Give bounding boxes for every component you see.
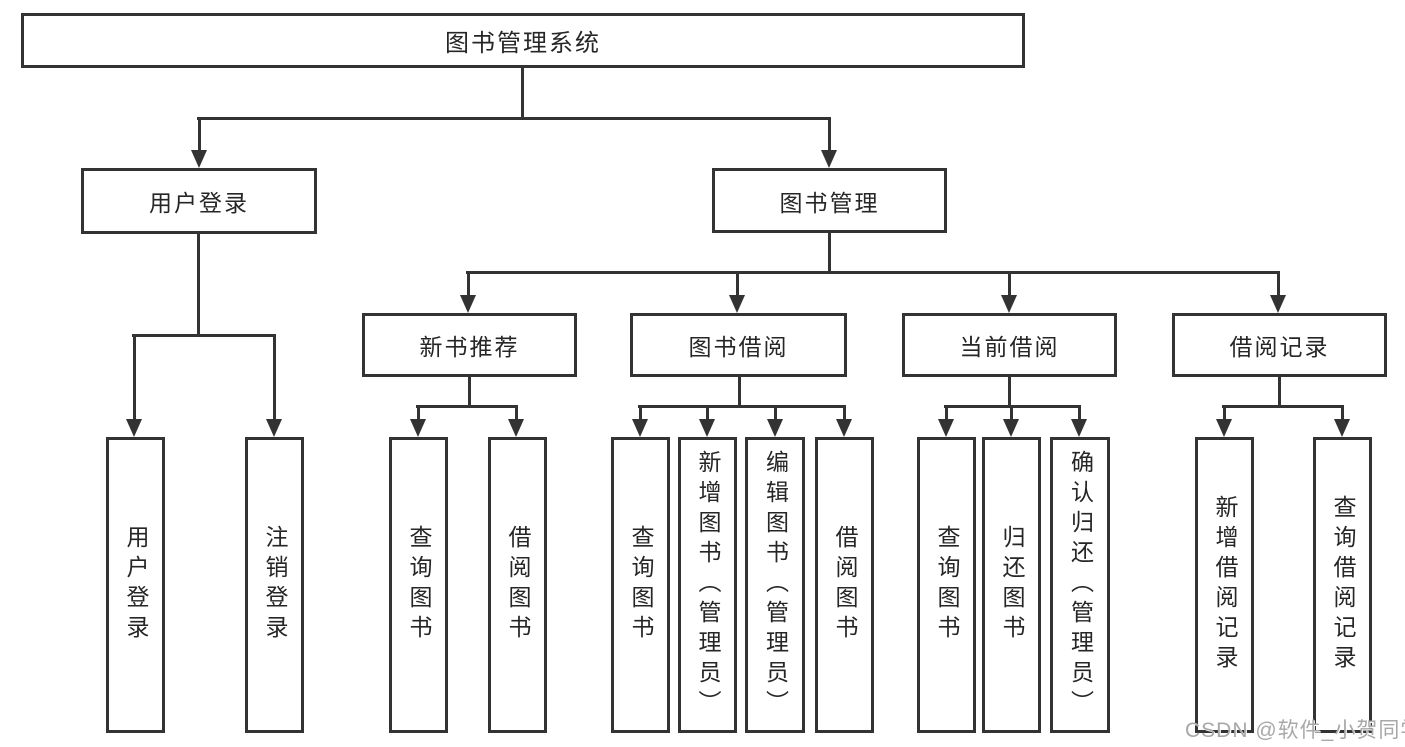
arrowhead-icon bbox=[729, 295, 745, 313]
arrowhead-icon bbox=[767, 419, 783, 437]
connector-line bbox=[1222, 404, 1344, 408]
connector-line bbox=[520, 68, 524, 118]
leaf-bb-add-book-admin: 新增图书（管理员） bbox=[678, 437, 737, 733]
connector-line bbox=[132, 333, 276, 337]
arrowhead-icon bbox=[632, 419, 648, 437]
arrowhead-icon bbox=[266, 419, 282, 437]
arrowhead-icon bbox=[1071, 419, 1087, 437]
connector-line bbox=[1007, 272, 1011, 297]
connector-line bbox=[737, 377, 741, 406]
node-book-management: 图书管理 bbox=[712, 168, 947, 233]
leaf-rec-borrow-book: 借阅图书 bbox=[488, 437, 547, 733]
node-book-borrow: 图书借阅 bbox=[630, 313, 847, 377]
leaf-cb-confirm-return-admin: 确认归还（管理员） bbox=[1050, 437, 1110, 733]
arrowhead-icon bbox=[410, 419, 426, 437]
connector-line bbox=[735, 272, 739, 297]
connector-line bbox=[638, 406, 642, 421]
connector-line bbox=[827, 118, 831, 152]
leaf-cb-query-book: 查询图书 bbox=[917, 437, 976, 733]
arrowhead-icon bbox=[1003, 419, 1019, 437]
leaf-br-add-record: 新增借阅记录 bbox=[1195, 437, 1254, 733]
connector-line bbox=[1277, 377, 1281, 406]
connector-line bbox=[827, 233, 831, 272]
arrowhead-icon bbox=[1216, 419, 1232, 437]
connector-line bbox=[1009, 406, 1013, 421]
arrowhead-icon bbox=[508, 419, 524, 437]
connector-line bbox=[773, 406, 777, 421]
connector-line bbox=[1007, 377, 1011, 406]
connector-line bbox=[944, 404, 1081, 408]
node-current-borrow: 当前借阅 bbox=[902, 313, 1117, 377]
connector-line bbox=[944, 406, 948, 421]
connector-line bbox=[466, 270, 1280, 274]
arrowhead-icon bbox=[191, 150, 207, 168]
node-root-library-system: 图书管理系统 bbox=[21, 13, 1025, 68]
arrowhead-icon bbox=[126, 419, 142, 437]
connector-line bbox=[842, 406, 846, 421]
node-new-book-recommend: 新书推荐 bbox=[362, 313, 577, 377]
arrowhead-icon bbox=[1001, 295, 1017, 313]
connector-line bbox=[1222, 406, 1226, 421]
arrowhead-icon bbox=[699, 419, 715, 437]
arrowhead-icon bbox=[836, 419, 852, 437]
leaf-bb-borrow-book: 借阅图书 bbox=[815, 437, 874, 733]
connector-line bbox=[272, 335, 276, 421]
connector-line bbox=[416, 406, 420, 421]
node-user-login: 用户登录 bbox=[81, 168, 317, 234]
leaf-bb-edit-book-admin: 编辑图书（管理员） bbox=[745, 437, 805, 733]
arrowhead-icon bbox=[1334, 419, 1350, 437]
connector-line bbox=[514, 406, 518, 421]
connector-line bbox=[1276, 272, 1280, 297]
arrowhead-icon bbox=[460, 295, 476, 313]
connector-line bbox=[197, 116, 831, 120]
watermark: CSDN @软件_小贺同学 bbox=[1185, 719, 1405, 742]
leaf-logout: 注销登录 bbox=[245, 437, 304, 733]
connector-line bbox=[705, 406, 709, 421]
arrowhead-icon bbox=[821, 150, 837, 168]
arrowhead-icon bbox=[938, 419, 954, 437]
leaf-user-login: 用户登录 bbox=[106, 437, 165, 733]
connector-line bbox=[416, 404, 518, 408]
connector-line bbox=[1340, 406, 1344, 421]
connector-line bbox=[466, 272, 470, 297]
leaf-cb-return-book: 归还图书 bbox=[982, 437, 1041, 733]
connector-line bbox=[132, 335, 136, 421]
leaf-bb-query-book: 查询图书 bbox=[611, 437, 670, 733]
leaf-br-query-record: 查询借阅记录 bbox=[1313, 437, 1372, 733]
connector-line bbox=[196, 233, 200, 335]
arrowhead-icon bbox=[1270, 295, 1286, 313]
connector-line bbox=[467, 377, 471, 406]
leaf-rec-query-book: 查询图书 bbox=[389, 437, 448, 733]
connector-line bbox=[1077, 406, 1081, 421]
connector-line bbox=[638, 404, 846, 408]
node-borrow-records: 借阅记录 bbox=[1172, 313, 1387, 377]
connector-line bbox=[197, 118, 201, 152]
